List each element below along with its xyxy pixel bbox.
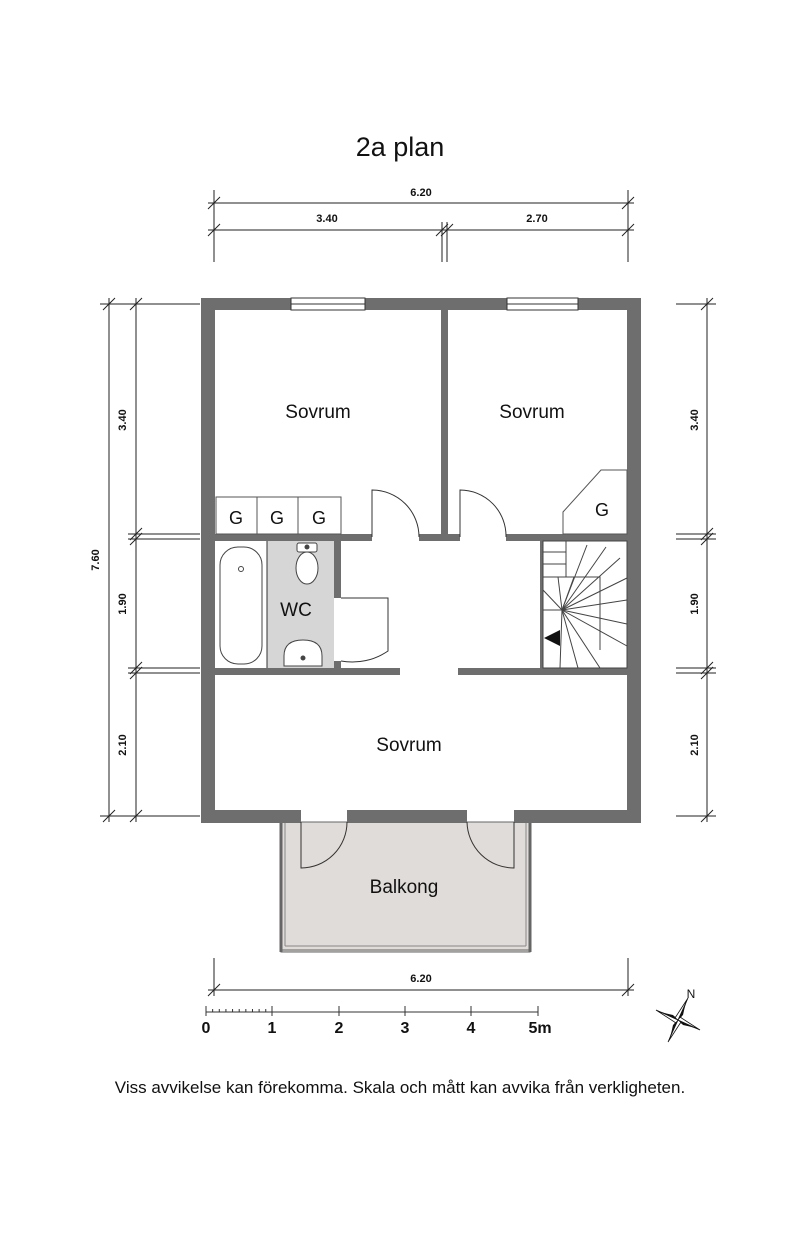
bottom-dimensions [207, 958, 635, 997]
dim-left-top: 3.40 [117, 409, 129, 430]
dim-top-left: 3.40 [316, 213, 337, 225]
dim-left-mid: 1.90 [117, 593, 129, 614]
room-label-bedroom-bottom: Sovrum [376, 735, 441, 756]
bathroom [219, 541, 334, 668]
toilet-icon [295, 542, 319, 585]
doors [300, 489, 515, 869]
window-top-left [290, 297, 366, 311]
dim-top-total: 6.20 [410, 187, 431, 199]
stair-arrow-icon [544, 630, 560, 646]
dim-left-bottom: 2.10 [117, 734, 129, 755]
wardrobe-g4: G [595, 500, 609, 520]
right-dimensions [676, 297, 716, 823]
window-top-right [506, 297, 579, 311]
dim-right-bottom: 2.10 [689, 734, 701, 755]
scale-label-5m: 5m [528, 1020, 551, 1037]
bathtub-icon [219, 546, 263, 665]
balcony [279, 821, 532, 953]
page-title: 2a plan [355, 132, 445, 162]
scale-label-0: 0 [202, 1020, 211, 1037]
scale-label-3: 3 [401, 1020, 410, 1037]
dim-right-top: 3.40 [689, 409, 701, 430]
left-dimensions [100, 297, 200, 823]
scale-label-1: 1 [268, 1020, 277, 1037]
dim-top-right: 2.70 [526, 213, 547, 225]
compass-icon [655, 997, 701, 1043]
compass-north-label: N [687, 987, 696, 1001]
wardrobe-g3: G [312, 508, 326, 528]
walls [201, 298, 641, 823]
scale-label-4: 4 [467, 1020, 476, 1037]
room-label-bedroom-top-left: Sovrum [285, 402, 350, 423]
disclaimer: Viss avvikelse kan förekomma. Skala och … [114, 1078, 686, 1097]
sink-icon [283, 639, 323, 667]
wardrobe-g1: G [229, 508, 243, 528]
wardrobes [215, 469, 628, 535]
room-label-bedroom-top-right: Sovrum [499, 402, 564, 423]
scale-bar [205, 1006, 539, 1016]
staircase [542, 540, 628, 669]
scale-label-2: 2 [335, 1020, 344, 1037]
room-label-balcony: Balkong [370, 877, 439, 898]
wardrobe-g2: G [270, 508, 284, 528]
room-label-bathroom: WC [280, 600, 312, 621]
dim-right-mid: 1.90 [689, 593, 701, 614]
dim-bottom-total: 6.20 [410, 973, 431, 985]
dim-left-total: 7.60 [90, 549, 102, 570]
top-dimensions [207, 190, 635, 262]
